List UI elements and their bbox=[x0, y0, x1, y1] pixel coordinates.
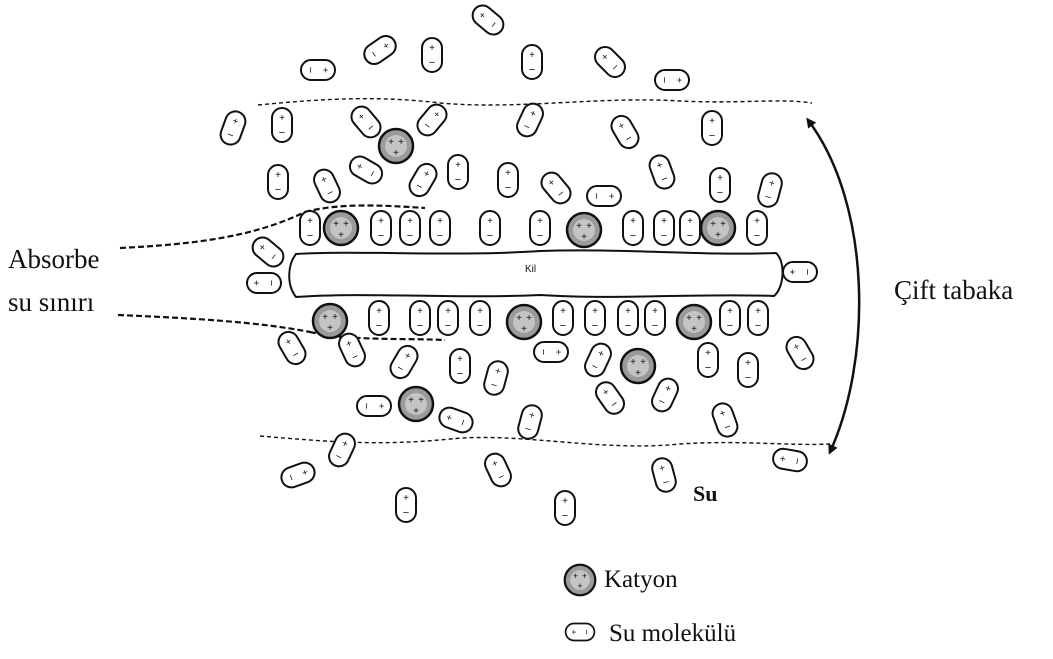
absorbe-label-line2: su sınırı bbox=[8, 287, 94, 318]
leader-upper bbox=[120, 212, 305, 248]
absorbe-label-line1: Absorbe bbox=[8, 244, 99, 275]
cation-legend-icon bbox=[565, 565, 596, 596]
clay-label: Kil bbox=[525, 264, 536, 275]
water-label: Su bbox=[693, 481, 717, 507]
cift-tabaka-arrow bbox=[808, 120, 859, 452]
legend-cation-label: Katyon bbox=[604, 566, 678, 594]
leader-lower bbox=[118, 315, 310, 332]
legend-water-molecule-label: Su molekülü bbox=[609, 620, 736, 648]
cift-tabaka-label: Çift tabaka bbox=[894, 275, 1013, 306]
water-molecule-legend-icon bbox=[566, 624, 595, 641]
